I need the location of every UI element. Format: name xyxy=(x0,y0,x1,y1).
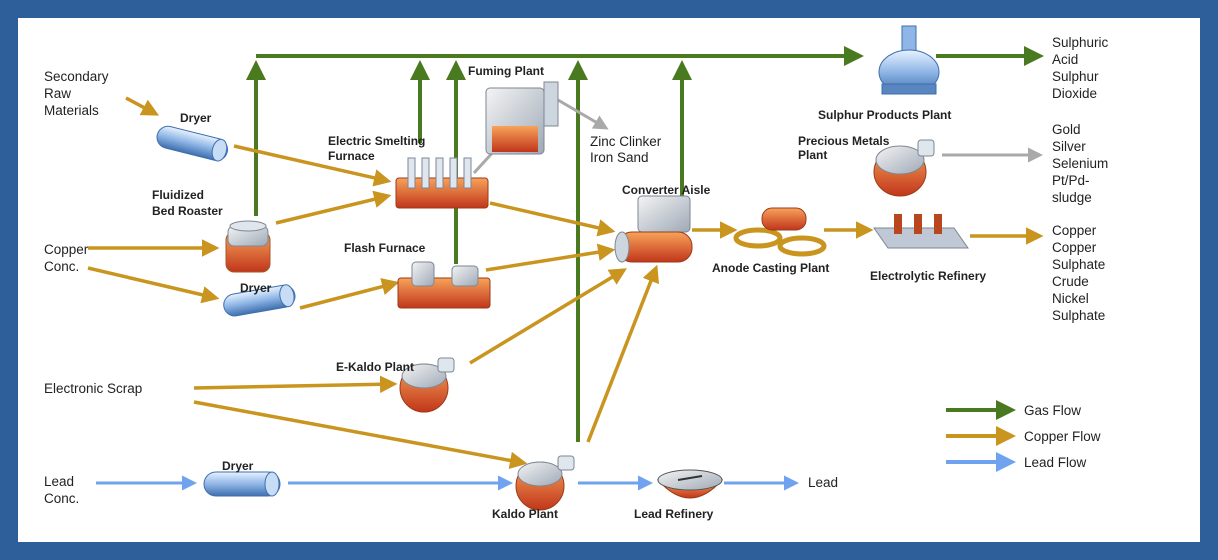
smelting-label-1: Electric Smelting xyxy=(328,134,425,148)
process-flow-diagram: Secondary Raw Materials Copper Conc. Ele… xyxy=(44,25,1109,521)
lead-refinery-icon xyxy=(656,469,724,499)
product-precious-2: Silver xyxy=(1052,139,1086,154)
kaldo-icon xyxy=(515,455,575,511)
product-copper-6: Sulphate xyxy=(1052,308,1105,323)
anode-label: Anode Casting Plant xyxy=(712,261,829,275)
input-copper-line-1: Copper xyxy=(44,242,89,257)
product-copper-4: Crude xyxy=(1052,274,1089,289)
copper-flow-lines xyxy=(87,96,1044,470)
anode-casting-icon xyxy=(733,207,827,257)
cu-smelting-converter xyxy=(489,201,616,237)
dryer-3-label: Dryer xyxy=(222,459,254,473)
product-precious-1: Gold xyxy=(1052,122,1081,137)
legend-copper-label: Copper Flow xyxy=(1024,429,1101,444)
diagram-canvas: Secondary Raw Materials Copper Conc. Ele… xyxy=(18,18,1200,542)
product-precious-3: Selenium xyxy=(1052,156,1108,171)
cu-copper-dryer xyxy=(87,266,220,304)
dryer-icon xyxy=(223,284,296,317)
cu-flash-converter xyxy=(485,243,616,272)
product-copper-3: Sulphate xyxy=(1052,257,1105,272)
precious-metals-icon xyxy=(873,139,935,197)
product-copper-1: Copper xyxy=(1052,223,1097,238)
smelting-furnace-icon xyxy=(395,157,489,209)
cu-ekaldo-converter xyxy=(469,268,627,365)
product-copper-5: Nickel xyxy=(1052,291,1089,306)
ekaldo-label: E-Kaldo Plant xyxy=(336,360,414,374)
smelting-label-2: Furnace xyxy=(328,149,375,163)
flash-label: Flash Furnace xyxy=(344,241,426,255)
input-secondary-line-1: Secondary xyxy=(44,69,109,84)
precious-label-2: Plant xyxy=(798,148,827,162)
product-sulphur-4: Dioxide xyxy=(1052,86,1097,101)
legend: Gas Flow Copper Flow Lead Flow xyxy=(946,400,1101,472)
grey-fuming-zinc xyxy=(557,98,609,130)
legend-gas-label: Gas Flow xyxy=(1024,403,1081,418)
kaldo-label: Kaldo Plant xyxy=(492,507,558,521)
refinery-label: Electrolytic Refinery xyxy=(870,269,986,283)
cu-dryer-smelting xyxy=(233,144,392,187)
input-secondary-line-3: Materials xyxy=(44,103,99,118)
product-sulphur-1: Sulphuric xyxy=(1052,35,1109,50)
cu-roaster-smelting xyxy=(275,190,392,225)
cu-escrap-kaldo xyxy=(193,400,528,470)
zinc-clinker-label-2: Iron Sand xyxy=(590,150,649,165)
dryer-icon xyxy=(203,471,281,497)
roaster-label-1: Fluidized xyxy=(152,188,204,202)
dryer-icon xyxy=(156,125,229,162)
converter-icon xyxy=(614,195,693,263)
roaster-icon xyxy=(225,220,271,273)
product-lead: Lead xyxy=(808,475,838,490)
legend-lead-label: Lead Flow xyxy=(1024,455,1087,470)
roaster-label-2: Bed Roaster xyxy=(152,204,223,218)
product-sulphur-3: Sulphur xyxy=(1052,69,1099,84)
electrolytic-refinery-icon xyxy=(873,214,969,249)
flash-furnace-icon xyxy=(397,261,491,309)
cu-secondary-dryer xyxy=(125,96,160,116)
input-lead-line-2: Conc. xyxy=(44,491,79,506)
input-secondary-line-2: Raw xyxy=(44,86,71,101)
product-sulphur-2: Acid xyxy=(1052,52,1078,67)
dryer-2-label: Dryer xyxy=(240,281,272,295)
converter-label: Converter Aisle xyxy=(622,183,711,197)
fuming-plant-icon xyxy=(485,81,559,155)
cu-kaldo-converter xyxy=(586,264,660,443)
product-precious-4: Pt/Pd- xyxy=(1052,173,1090,188)
gas-flow-lines xyxy=(246,46,1044,442)
sulphur-plant-label: Sulphur Products Plant xyxy=(818,108,951,122)
input-electronic: Electronic Scrap xyxy=(44,381,142,396)
input-copper-line-2: Conc. xyxy=(44,259,79,274)
precious-label-1: Precious Metals xyxy=(798,134,890,148)
dryer-1-label: Dryer xyxy=(180,111,212,125)
ekaldo-icon xyxy=(399,357,455,413)
lead-refinery-label: Lead Refinery xyxy=(634,507,714,521)
input-lead-line-1: Lead xyxy=(44,474,74,489)
product-copper-2: Copper xyxy=(1052,240,1097,255)
sulphur-plant-icon xyxy=(878,25,940,95)
cu-escrap-ekaldo xyxy=(193,375,398,394)
other-flow-lines xyxy=(472,98,1043,175)
zinc-clinker-label-1: Zinc Clinker xyxy=(590,134,662,149)
product-precious-5: sludge xyxy=(1052,190,1092,205)
fuming-label: Fuming Plant xyxy=(468,64,544,78)
cu-dryer-flash xyxy=(299,278,400,310)
